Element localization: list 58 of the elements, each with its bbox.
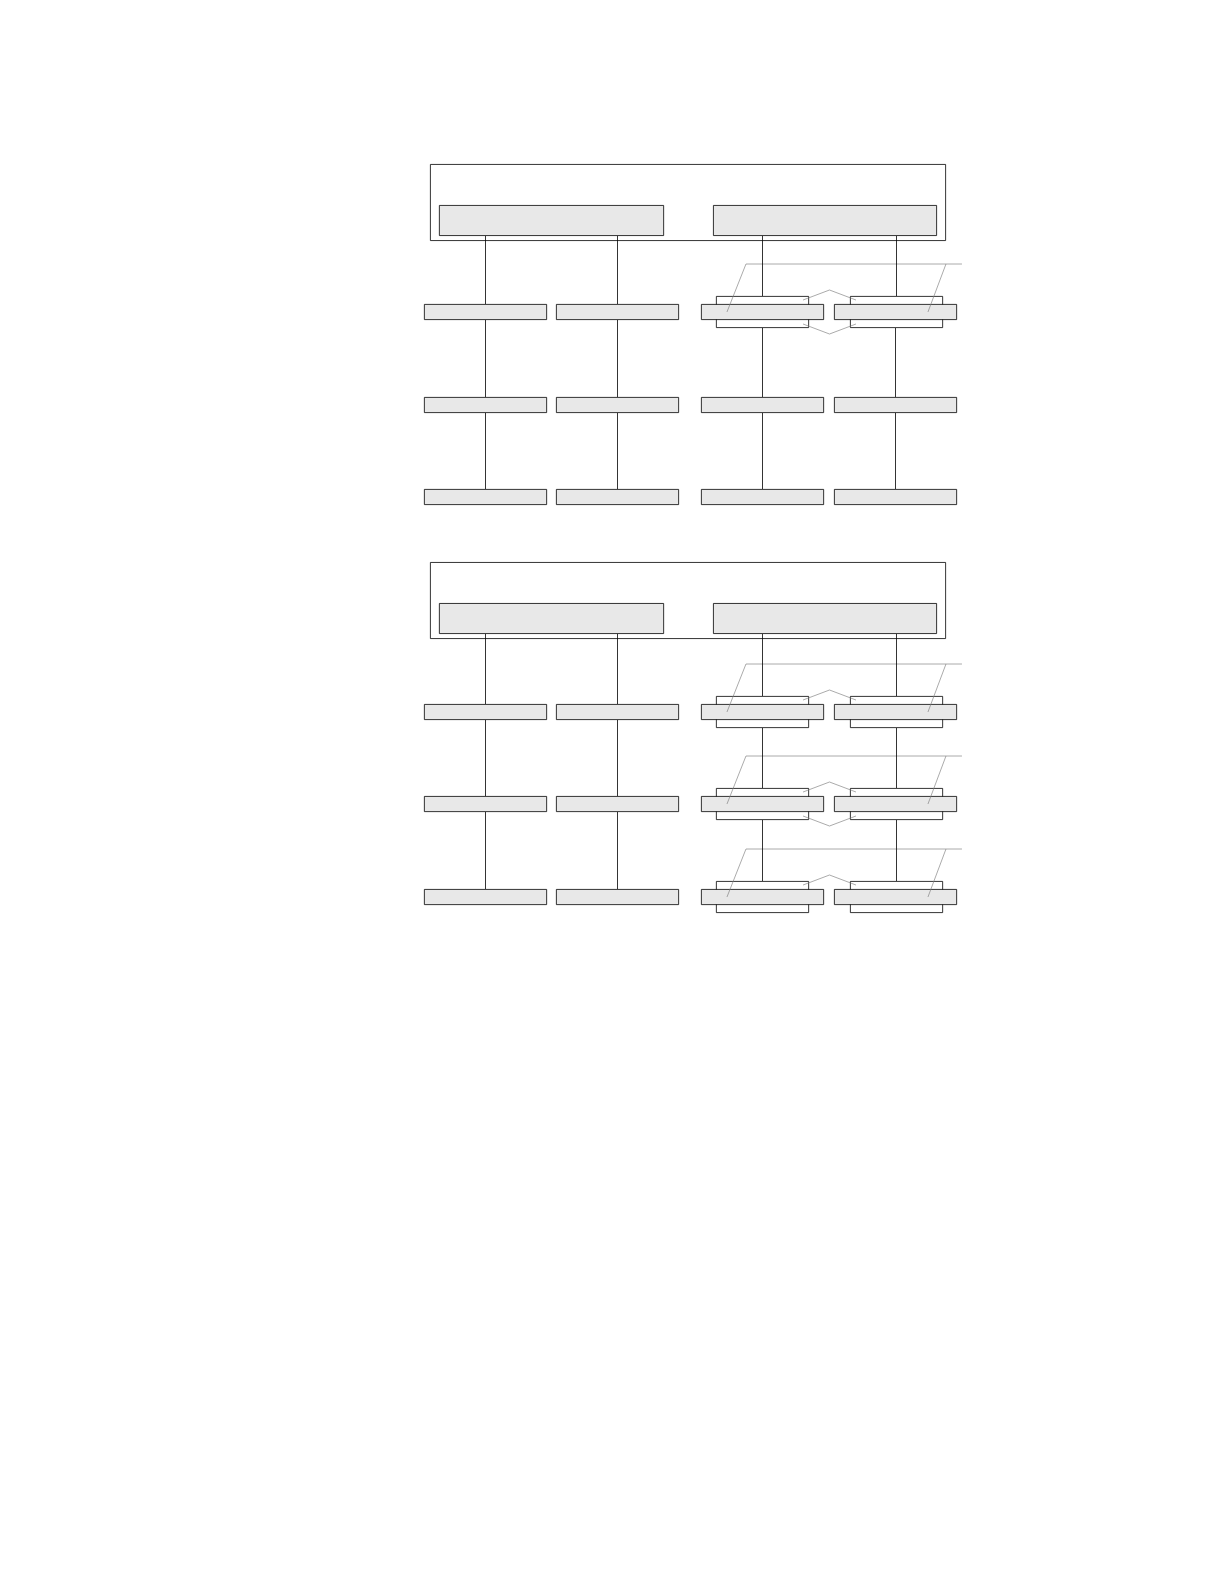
bar <box>423 304 548 320</box>
bar <box>556 397 680 413</box>
bar <box>701 304 825 320</box>
connector-line <box>617 811 618 890</box>
connector-line <box>762 327 763 398</box>
bar <box>423 397 548 413</box>
bar <box>423 889 548 905</box>
connector-line <box>617 319 618 398</box>
zigzag-line <box>802 874 857 886</box>
bar <box>556 489 680 505</box>
bar <box>423 704 548 720</box>
header-box <box>438 205 665 236</box>
bar <box>701 397 825 413</box>
zigzag-line <box>802 323 857 335</box>
connector-line <box>895 327 896 398</box>
connector-line <box>617 719 618 797</box>
connector-line <box>485 633 486 705</box>
bar <box>423 489 548 505</box>
connector-line <box>896 235 897 297</box>
bar <box>834 304 958 320</box>
bar <box>701 704 825 720</box>
zigzag-line <box>802 689 857 701</box>
bar <box>701 489 825 505</box>
connector-line <box>762 235 763 297</box>
header-box <box>713 205 937 236</box>
bar <box>834 397 958 413</box>
bar <box>834 489 958 505</box>
bar <box>556 796 680 812</box>
bar <box>834 889 958 905</box>
connector-line <box>485 811 486 890</box>
connector-line <box>617 633 618 705</box>
bar <box>701 889 825 905</box>
connector-line <box>762 819 763 882</box>
bar <box>556 704 680 720</box>
bar <box>834 704 958 720</box>
bar <box>834 796 958 812</box>
connector-line <box>895 412 896 490</box>
bar <box>556 304 680 320</box>
connector-line <box>485 319 486 398</box>
bar <box>423 796 548 812</box>
connector-line <box>762 633 763 697</box>
header-box <box>438 603 665 634</box>
connector-line <box>762 412 763 490</box>
bar <box>701 796 825 812</box>
zigzag-line <box>802 815 857 827</box>
zigzag-line <box>802 289 857 301</box>
connector-line <box>617 412 618 490</box>
connector-line <box>896 727 897 789</box>
connector-line <box>485 719 486 797</box>
connector-line <box>485 412 486 490</box>
connector-line <box>896 633 897 697</box>
header-box <box>713 603 937 634</box>
zigzag-line <box>802 781 857 793</box>
connector-line <box>617 235 618 305</box>
bar <box>556 889 680 905</box>
connector-line <box>896 819 897 882</box>
connector-line <box>485 235 486 305</box>
connector-line <box>762 727 763 789</box>
